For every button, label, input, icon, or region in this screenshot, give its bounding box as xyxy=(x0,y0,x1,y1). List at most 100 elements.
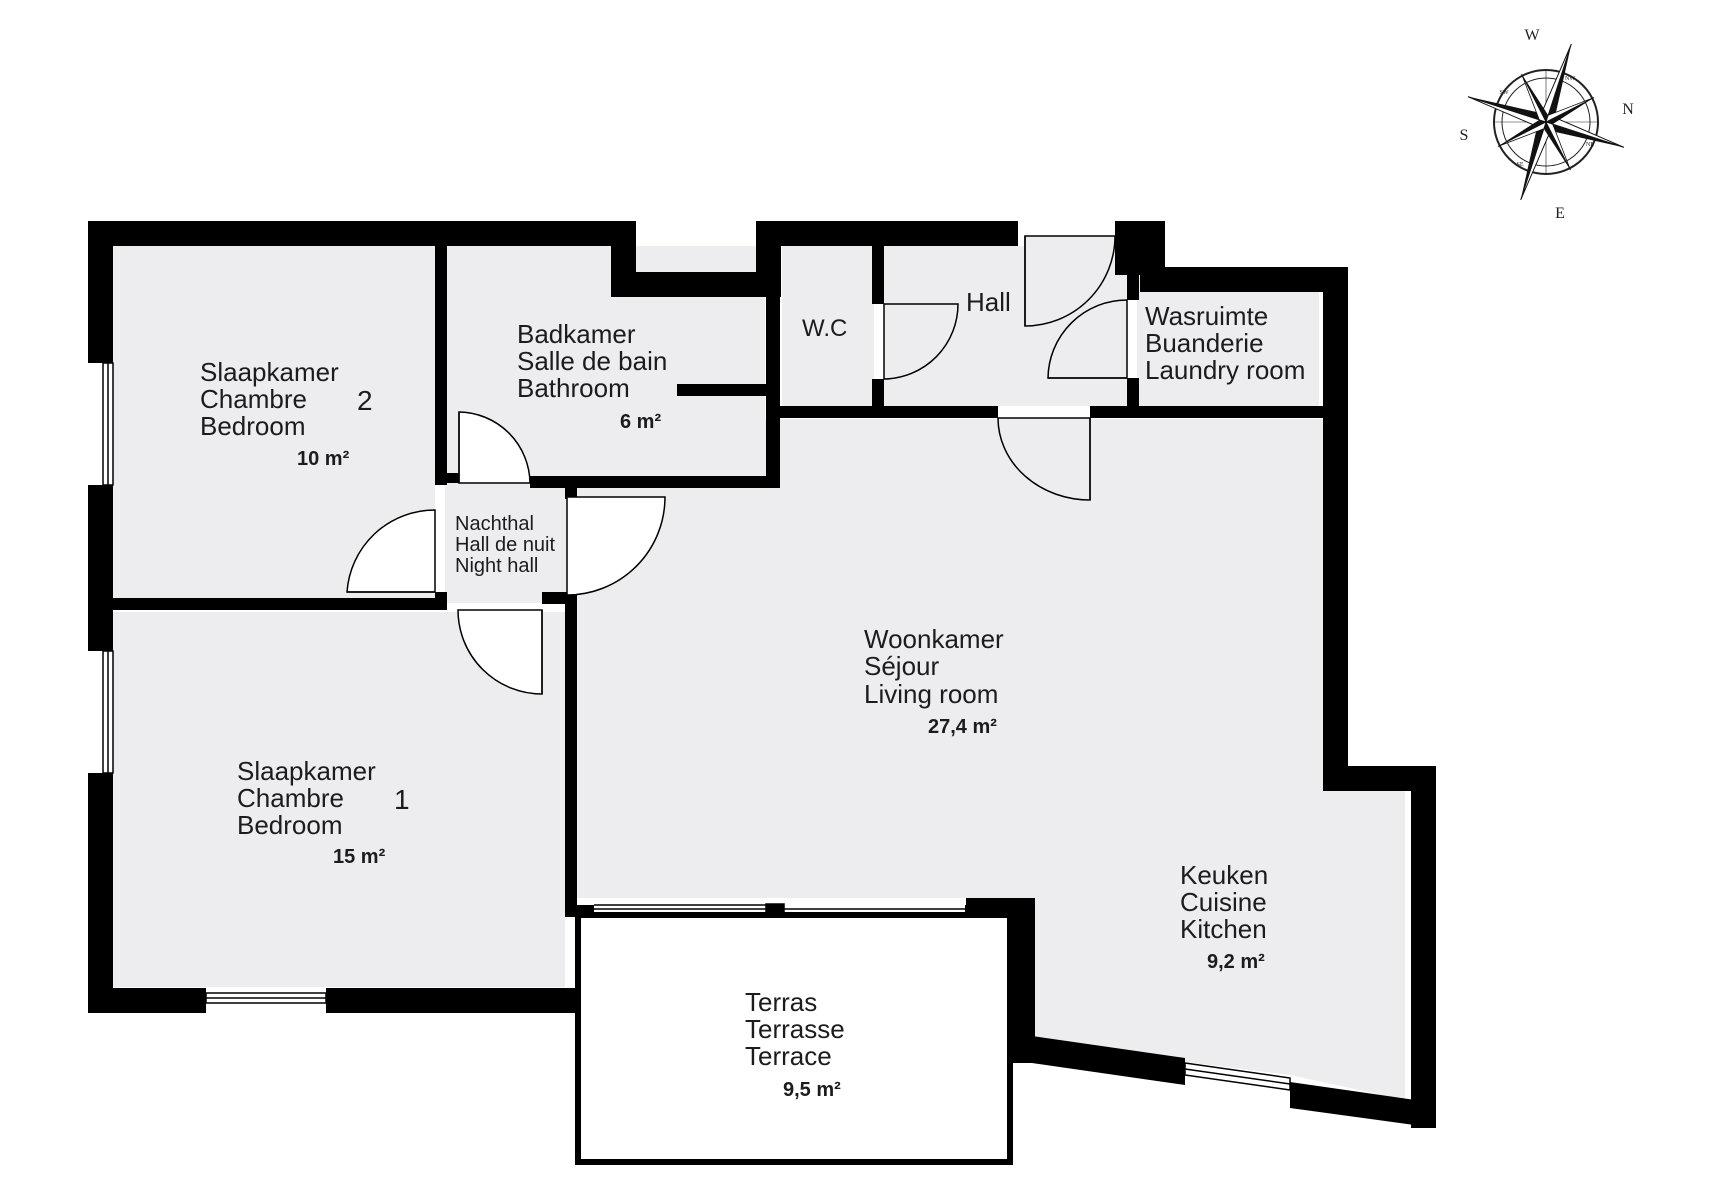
wall xyxy=(435,221,447,485)
bedroom-1-nl: Slaapkamer xyxy=(237,756,376,786)
wall xyxy=(766,246,780,488)
floor-laundry xyxy=(1137,275,1319,406)
floor-wc xyxy=(782,246,874,406)
bedroom-1-en: Bedroom xyxy=(237,810,343,840)
door-hall-living xyxy=(997,417,1091,501)
bathroom-en: Bathroom xyxy=(517,373,630,403)
wall xyxy=(778,406,998,418)
wall xyxy=(966,898,1035,913)
hall-label: Hall xyxy=(966,287,1011,317)
wall xyxy=(88,773,113,1013)
wall xyxy=(677,384,778,396)
wall xyxy=(756,221,1018,246)
door-bedroom-1 xyxy=(457,609,543,695)
floor-living-kitchen xyxy=(577,419,1405,1100)
bathroom-area: 6 m² xyxy=(620,411,661,433)
living-en: Living room xyxy=(864,679,998,709)
compass-n-label: N xyxy=(1622,101,1634,118)
wall xyxy=(1007,912,1013,1165)
kitchen-area: 9,2 m² xyxy=(1207,951,1265,973)
wall xyxy=(965,905,977,913)
label-bedroom-1: Slaapkamer Chambre Bedroom 1 15 m² xyxy=(237,756,410,868)
compass-w-label: W xyxy=(1524,27,1540,44)
wall xyxy=(1010,898,1035,1063)
door-bedroom-2 xyxy=(346,509,436,593)
compass-nw-label: NW xyxy=(1565,76,1575,82)
wall xyxy=(1127,246,1139,300)
windows xyxy=(102,362,1291,1091)
bedroom-2-en: Bedroom xyxy=(200,411,306,441)
terrace-area: 9,5 m² xyxy=(783,1079,841,1101)
wall xyxy=(1090,406,1348,418)
kitchen-nl: Keuken xyxy=(1180,860,1268,890)
wall xyxy=(872,379,884,406)
walls xyxy=(88,221,1436,1165)
wall xyxy=(1127,378,1139,418)
wall xyxy=(1025,1035,1185,1085)
label-night-hall: Nachthal Hall de nuit Night hall xyxy=(455,513,556,577)
wall xyxy=(575,1159,1013,1165)
bathroom-nl: Badkamer xyxy=(517,319,636,349)
wall xyxy=(530,476,778,488)
wall xyxy=(447,473,459,483)
label-living-room: Woonkamer Séjour Living room 27,4 m² xyxy=(864,624,1004,738)
bedroom-2-number: 2 xyxy=(357,385,373,416)
wall xyxy=(435,592,447,610)
floor-night-hall xyxy=(445,483,567,603)
wall xyxy=(1140,221,1165,275)
wall xyxy=(575,912,581,1165)
bedroom-1-fr: Chambre xyxy=(237,783,344,813)
compass-e-label: E xyxy=(1555,205,1565,222)
label-laundry: Wasruimte Buanderie Laundry room xyxy=(1145,301,1305,385)
bedroom-2-fr: Chambre xyxy=(200,384,307,414)
label-kitchen: Keuken Cuisine Kitchen 9,2 m² xyxy=(1180,860,1268,973)
terrace-nl: Terras xyxy=(745,987,817,1017)
wall xyxy=(576,905,594,917)
bedroom-1-number: 1 xyxy=(394,784,410,815)
compass-s-label: S xyxy=(1460,127,1469,144)
laundry-nl: Wasruimte xyxy=(1145,301,1268,331)
label-bathroom: Badkamer Salle de bain Bathroom 6 m² xyxy=(517,319,667,433)
night-hall-nl: Nachthal xyxy=(455,513,534,535)
label-bedroom-2: Slaapkamer Chambre Bedroom 2 10 m² xyxy=(200,357,373,470)
living-nl: Woonkamer xyxy=(864,624,1004,654)
wall xyxy=(872,246,884,304)
wall xyxy=(1323,267,1348,791)
laundry-fr: Buanderie xyxy=(1145,328,1264,358)
compass-ne-label: NE xyxy=(1586,142,1594,148)
door-laundry xyxy=(1047,299,1128,379)
kitchen-en: Kitchen xyxy=(1180,914,1267,944)
compass-sw-label: SW xyxy=(1500,90,1509,96)
wall xyxy=(88,485,113,651)
bedroom-2-area: 10 m² xyxy=(297,448,350,470)
wall xyxy=(88,221,113,363)
wall xyxy=(88,988,206,1013)
wall xyxy=(1290,1082,1436,1128)
door-bathroom xyxy=(458,411,531,484)
living-area: 27,4 m² xyxy=(928,716,997,738)
wall xyxy=(575,912,1013,918)
night-hall-fr: Hall de nuit xyxy=(455,534,556,556)
doors xyxy=(346,235,1128,695)
wall xyxy=(1140,267,1348,292)
bedroom-1-area: 15 m² xyxy=(333,846,386,868)
wall xyxy=(611,272,781,297)
door-wc xyxy=(883,303,959,380)
laundry-en: Laundry room xyxy=(1145,355,1305,385)
compass-se-label: SE xyxy=(1516,162,1523,168)
bedroom-2-nl: Slaapkamer xyxy=(200,357,339,387)
wall xyxy=(113,598,435,610)
night-hall-en: Night hall xyxy=(455,555,538,577)
living-fr: Séjour xyxy=(864,651,939,681)
terrace-fr: Terrasse xyxy=(745,1014,845,1044)
wall xyxy=(326,988,577,1013)
door-living xyxy=(566,496,666,596)
door-entrance xyxy=(1024,235,1116,327)
wall xyxy=(565,597,577,917)
wall xyxy=(88,221,636,246)
wc-label: W.C xyxy=(802,315,847,342)
kitchen-fr: Cuisine xyxy=(1180,887,1267,917)
wall xyxy=(1411,766,1436,1128)
terrace-en: Terrace xyxy=(745,1041,832,1071)
